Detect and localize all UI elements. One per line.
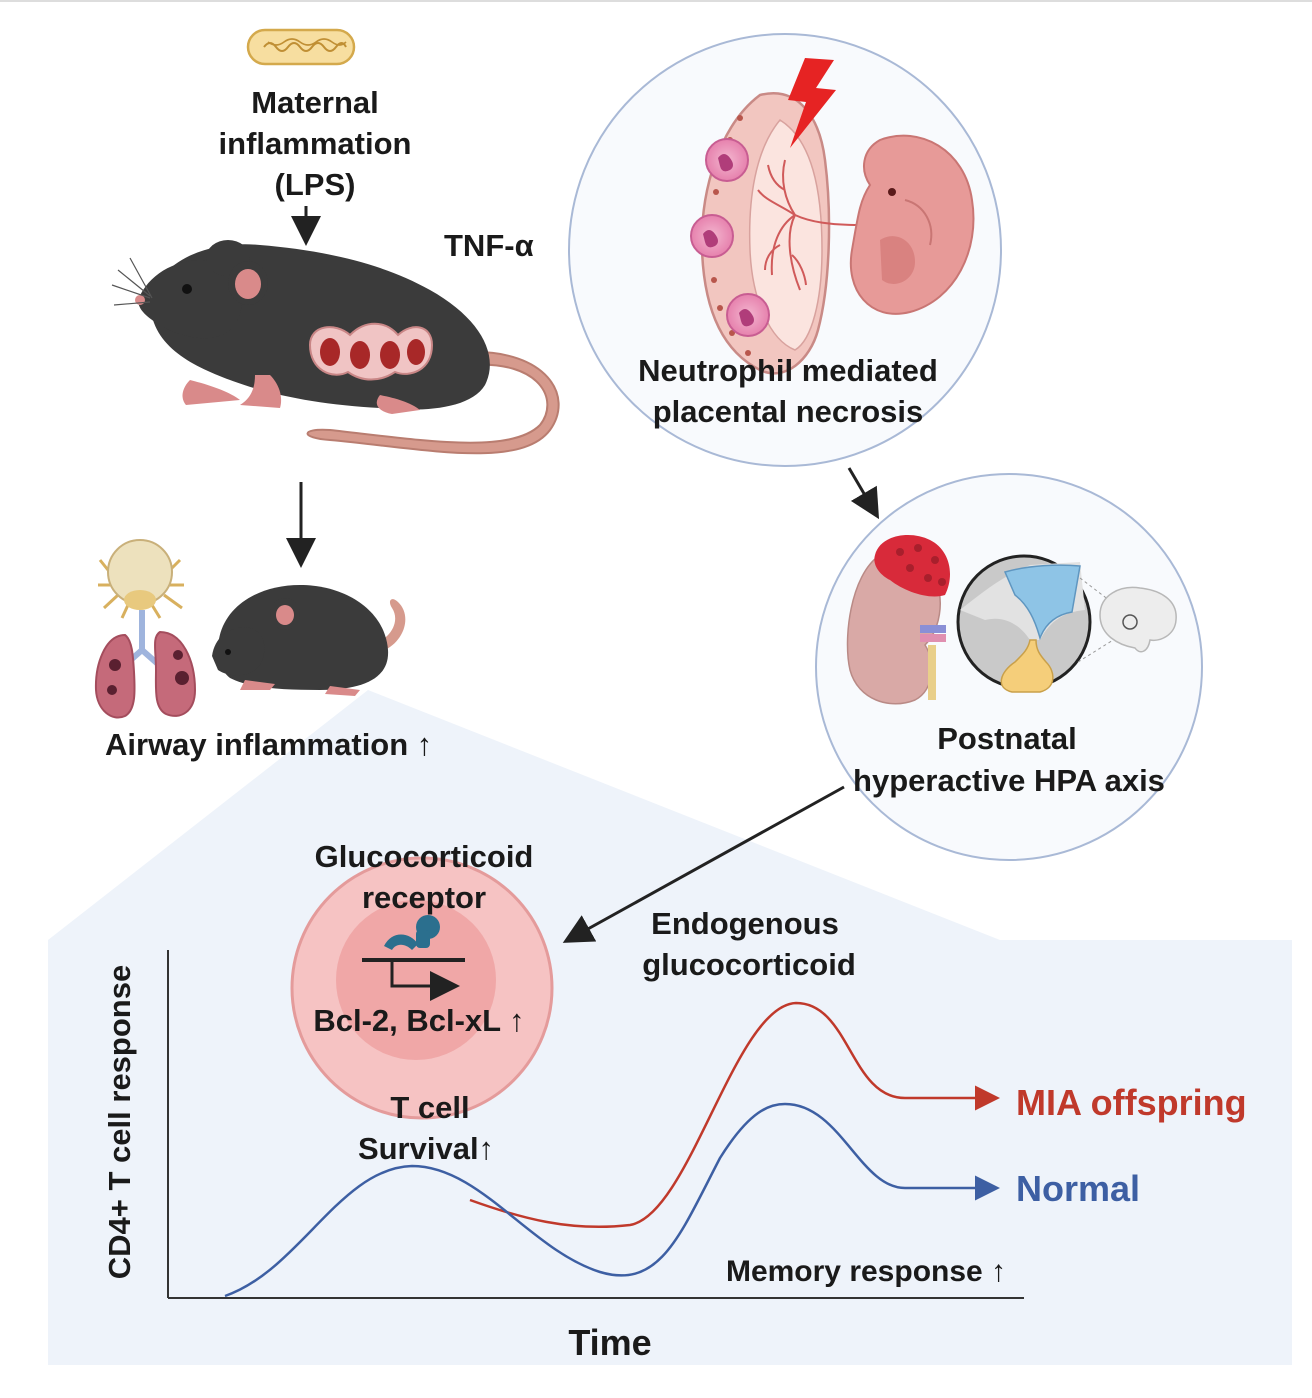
mia-legend: MIA offspring (1016, 1082, 1247, 1123)
embryo-icon (849, 134, 975, 315)
normal-series-line (224, 1102, 1000, 1298)
necrosis-label-1: Neutrophil mediated (638, 353, 938, 388)
pregnant-mouse-icon (111, 240, 560, 455)
dust-mite-icon (98, 539, 184, 619)
arrow-to-cell (562, 785, 845, 943)
cell-nucleus (336, 900, 496, 1060)
hpa-label-2: hyperactive HPA axis (853, 763, 1165, 798)
endo-label-2: glucocorticoid (642, 947, 856, 982)
pituitary-icon (956, 554, 1092, 693)
normal-legend: Normal (1016, 1168, 1141, 1209)
arrow-to-hpa (847, 467, 880, 520)
gr-label-2: receptor (361, 880, 487, 915)
tnf-label: TNF-α (444, 228, 534, 263)
mia-offspring-series-line (469, 1001, 1000, 1229)
transcription-arrow (390, 962, 460, 1001)
memory-label: Memory response ↑ (725, 1255, 1007, 1288)
x-axis-label: Time (568, 1322, 652, 1363)
chart-lines (224, 1001, 1000, 1298)
airway-label: Airway inflammation ↑ (105, 727, 433, 762)
maternal-label-2: inflammation (218, 126, 412, 161)
gr-label-1: Glucocorticoid (314, 839, 534, 874)
maternal-label-1: Maternal (251, 85, 379, 120)
bcl-label: Bcl-2, Bcl-xL ↑ (313, 1003, 525, 1038)
bacterium-icon (246, 28, 356, 66)
y-axis-label: CD4+ T cell response (102, 964, 137, 1280)
necrosis-label-2: placental necrosis (652, 394, 924, 429)
tcell-label-1: T cell (390, 1090, 470, 1125)
tcell-label-2: Survival↑ (357, 1131, 495, 1166)
receptor-icon (384, 915, 440, 950)
endo-label-1: Endogenous (651, 906, 839, 941)
mouse-icon (212, 585, 406, 696)
lightning-icon (788, 58, 836, 148)
maternal-label-3: (LPS) (274, 167, 356, 202)
neutrophil-icon (690, 138, 770, 337)
brain-icon (1077, 577, 1177, 663)
lungs-icon (94, 610, 197, 719)
adrenal-kidney-icon (846, 535, 950, 705)
hpa-label-1: Postnatal (937, 721, 1077, 756)
